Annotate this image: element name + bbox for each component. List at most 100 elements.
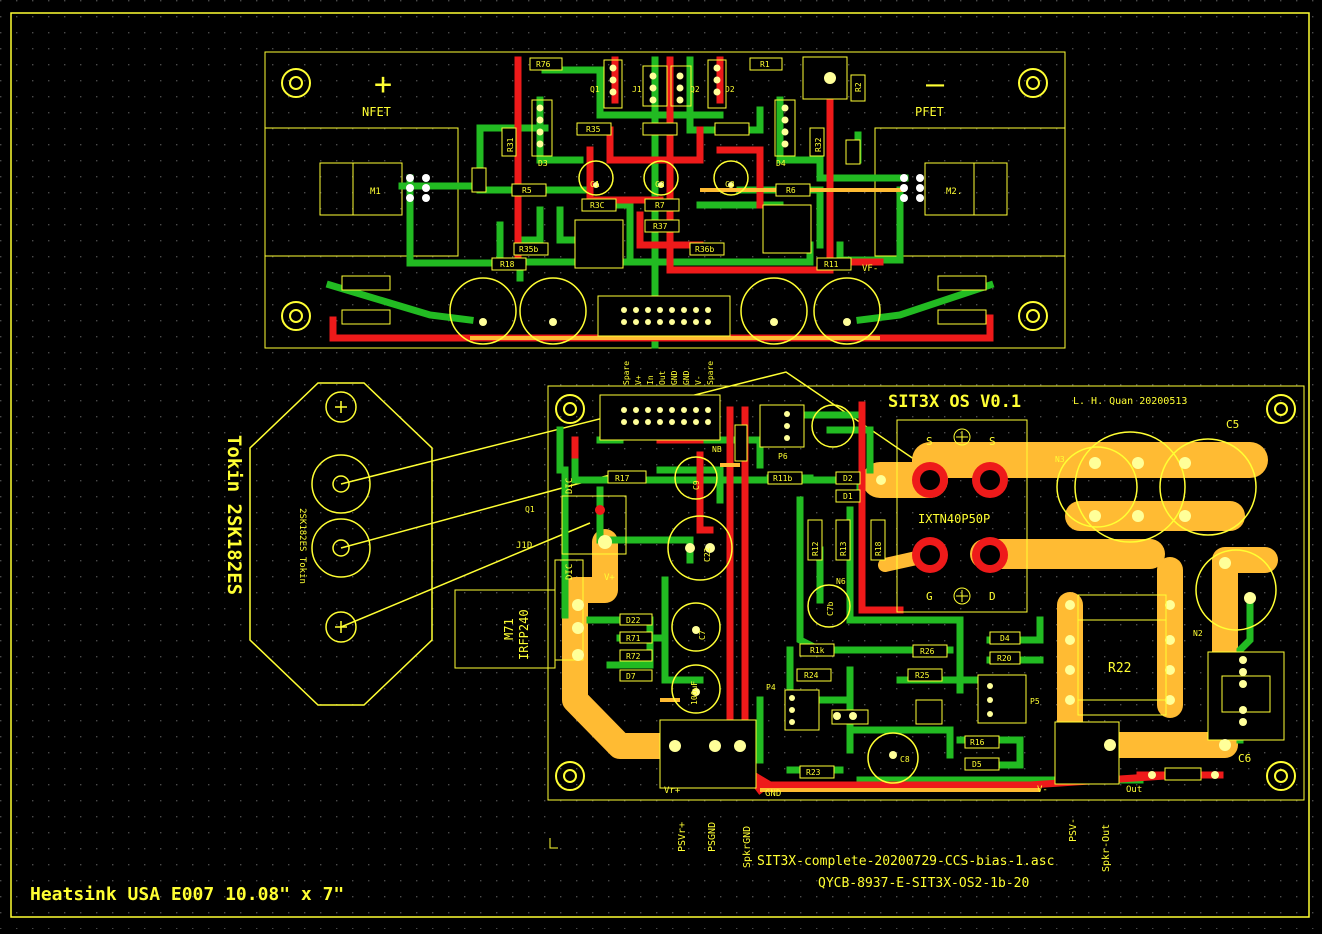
ref-label: V-	[1037, 785, 1048, 795]
ref-label: Q1	[525, 505, 535, 514]
top-capacitors	[449, 277, 881, 345]
ref-label: D2	[725, 85, 735, 94]
tokin-package-holes	[311, 391, 371, 643]
ref-label: R12	[811, 541, 820, 556]
sit3x-title: SIT3X OS V0.1	[888, 392, 1021, 412]
ixtn-label: IXTN40P50P	[918, 512, 990, 526]
lower-sit3x-board[interactable]: SIT3X OS V0.1 L. H. Quan 20200513 IXTN40…	[454, 385, 1305, 872]
lower-small-resistors	[599, 394, 1285, 789]
ref-label: R6	[786, 186, 796, 195]
ref-label: P4	[766, 683, 776, 692]
ref-label: R37	[653, 222, 668, 231]
ref-label: R2	[854, 82, 863, 92]
ref-label: GND	[670, 370, 679, 385]
ref-label: R22	[1108, 661, 1131, 676]
ref-label: R11	[824, 260, 839, 269]
ref-label: D3	[538, 159, 548, 168]
lower-big-capacitors	[1056, 431, 1277, 631]
top-amplifier-board[interactable]: + – NFET PFET M1 M2. VF- R76 R1 R2 J1 Q1…	[264, 51, 1066, 385]
ref-label: R18	[500, 260, 515, 269]
ref-label: J1D	[516, 541, 532, 551]
ref-label: Spkr-Out	[1101, 824, 1112, 872]
lower-mount-holes	[555, 394, 1296, 791]
nfet-heatsink-outline	[264, 127, 459, 257]
ref-label: In	[646, 375, 655, 385]
irfp240-outline	[454, 495, 627, 669]
ref-label: Q2	[690, 85, 700, 94]
m2-label: M2.	[946, 187, 962, 197]
lower-board-fiducials	[548, 385, 558, 849]
tokin-2sk182es-package[interactable]: 2SK182ES Tokin Tokin 2SK182ES	[223, 382, 433, 706]
ref-label: R31	[506, 137, 515, 152]
top-headers	[531, 59, 796, 157]
ref-label: R20	[997, 654, 1012, 663]
vf-label: VF-	[862, 264, 878, 274]
ref-label: D22	[626, 616, 641, 625]
ref-label: Spare	[622, 361, 631, 385]
ref-label: D	[989, 590, 996, 603]
ref-label: R24	[804, 671, 819, 680]
ref-label: N6	[836, 577, 846, 586]
ref-label: R1k	[810, 646, 825, 655]
ref-label: C5	[1226, 418, 1239, 431]
ixtn-pin-labels: S S G D	[926, 435, 996, 603]
ref-label: R18	[874, 541, 883, 556]
ref-label: Vr+	[664, 786, 681, 796]
ref-label: C7b	[826, 601, 835, 616]
ref-label: J1	[632, 85, 642, 94]
ref-label: C1	[590, 180, 600, 189]
ref-label: R35b	[519, 245, 538, 254]
ixtn-pads	[912, 462, 1008, 573]
tokin-package-outline	[249, 382, 433, 706]
lower-overlap-traces	[660, 463, 1040, 792]
ref-label: DIC	[565, 478, 575, 494]
author-label: L. H. Quan 20200513	[1073, 396, 1187, 407]
lower-pads	[572, 407, 1247, 779]
ref-label: Out	[1126, 785, 1142, 795]
ref-label: R35	[586, 125, 601, 134]
ref-label: C6	[1238, 752, 1251, 765]
lower-ref-designators: Q1 R17 C9 C22 C7 D22 R71 R72 D7 100uF R1…	[525, 418, 1251, 777]
ref-label: C2	[655, 180, 665, 189]
top-minus-sign: –	[926, 67, 945, 102]
ref-label: DIC	[565, 564, 575, 580]
ref-label: R17	[615, 474, 630, 483]
ref-label: V+	[604, 573, 615, 583]
ref-label: D5	[972, 760, 982, 769]
lower-side-labels: DIC J1D DIC V+ Vr+ GND V- Out	[516, 478, 1142, 799]
ref-label: G	[926, 590, 933, 603]
tokin-title: Tokin 2SK182ES	[223, 435, 245, 595]
ref-label: C7	[698, 630, 707, 640]
ref-label: D4	[1000, 634, 1010, 643]
ixtn-package-outline	[896, 419, 1028, 613]
ref-label: R26	[920, 647, 935, 656]
ref-label: R71	[626, 634, 641, 643]
lower-bottom-labels: PSVr+ PSGND SpkrGND PSV- Spkr-Out	[677, 818, 1112, 872]
ref-label: S	[926, 435, 933, 448]
ref-label: C9	[692, 480, 701, 490]
r22-power-resistor	[1077, 594, 1167, 716]
lower-small-capacitors	[667, 404, 919, 784]
ref-label: C8	[900, 755, 910, 764]
ref-label: D1	[843, 492, 853, 501]
ref-label: R23	[806, 768, 821, 777]
ref-label: R1	[760, 60, 770, 69]
ref-label: V-	[694, 375, 703, 385]
ref-label: D7	[626, 672, 636, 681]
file-name-label: SIT3X-complete-20200729-CCS-bias-1.asc	[757, 854, 1054, 869]
ref-label: P5	[1030, 697, 1040, 706]
ref-label: V+	[634, 375, 643, 385]
order-id-label: QYCB-8937-E-SIT3X-OS2-1b-20	[818, 876, 1029, 891]
ref-label: R36b	[695, 245, 714, 254]
top-pads	[406, 64, 924, 326]
outer-board-outline	[10, 12, 1310, 918]
ref-label: D2	[843, 474, 853, 483]
top-plus-sign: +	[374, 67, 392, 102]
ref-label: R13	[839, 541, 848, 556]
ref-label: Q1	[590, 85, 600, 94]
lower-red-pads	[595, 505, 605, 515]
ref-label: N2	[1193, 629, 1203, 638]
top-connector-labels: Spare V+ In Out GND GND V- Spare	[622, 361, 715, 385]
